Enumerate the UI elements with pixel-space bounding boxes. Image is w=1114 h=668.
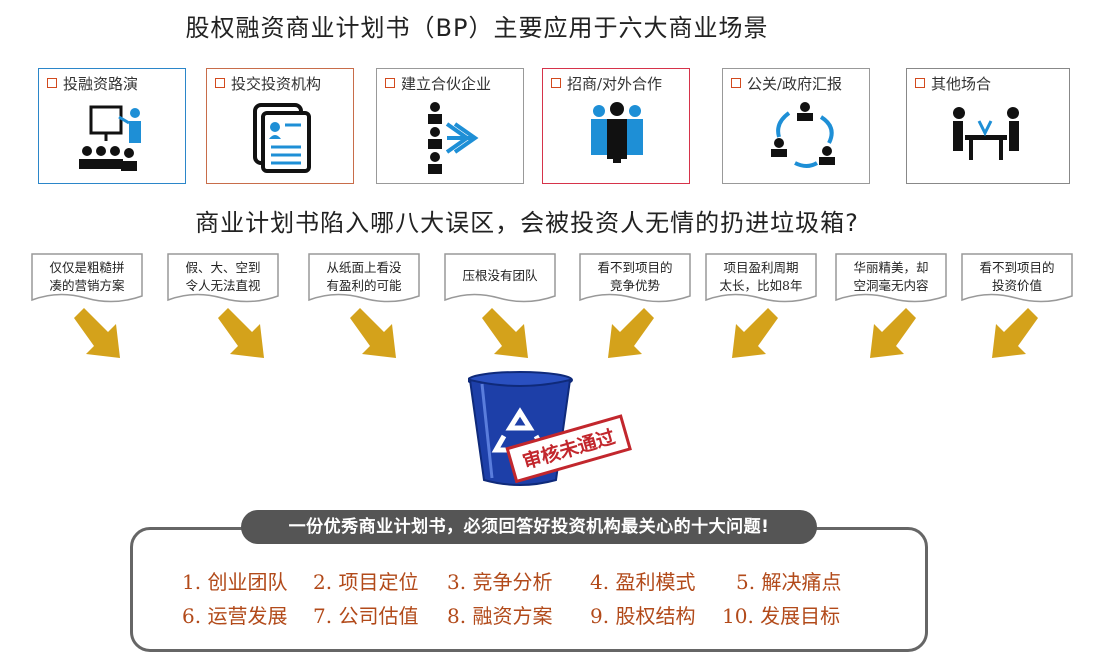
down-right-arrow-icon — [482, 308, 528, 358]
recycle-bin-icon: 审核未通过 — [468, 371, 632, 486]
paper-note-icon — [705, 253, 817, 303]
document-icon — [253, 103, 311, 173]
down-left-arrow-icon — [992, 308, 1038, 358]
partnership-icon — [428, 102, 479, 174]
scene-label: 招商/对外合作 — [567, 75, 663, 93]
cycle-people-icon — [771, 102, 835, 168]
scene-label: 其他场合 — [931, 75, 992, 93]
scene-label: 公关/政府汇报 — [747, 75, 843, 93]
scene-card-cooperation: 招商/对外合作 — [542, 68, 690, 184]
down-left-arrow-icon — [732, 308, 778, 358]
panel-heading: 一份优秀商业计划书，必须回答好投资机构最关心的十大问题! — [241, 510, 817, 544]
checkbox-icon — [385, 78, 395, 88]
down-right-arrow-icon — [218, 308, 264, 358]
paper-note-icon — [167, 253, 279, 303]
question-item: 2. 项目定位 — [313, 570, 419, 594]
down-left-arrow-icon — [608, 308, 654, 358]
checkbox-icon — [551, 78, 561, 88]
paper-note-icon — [579, 253, 691, 303]
checkbox-icon — [215, 78, 225, 88]
presentation-icon — [79, 105, 141, 171]
scene-card-partnership: 建立合伙企业 — [376, 68, 524, 184]
mistake-note: 仅仅是粗糙拼凑的营销方案 — [30, 252, 144, 304]
question-item: 10. 发展目标 — [722, 604, 841, 628]
meeting-icon — [953, 107, 1019, 160]
question-item: 6. 运营发展 — [182, 604, 288, 628]
question-item: 5. 解决痛点 — [736, 570, 842, 594]
mistake-note: 看不到项目的竞争优势 — [578, 252, 692, 304]
paper-note-icon — [444, 253, 556, 303]
checkbox-icon — [915, 78, 925, 88]
scene-label: 投融资路演 — [63, 75, 139, 93]
question-item: 4. 盈利模式 — [590, 570, 696, 594]
business-team-icon — [591, 102, 643, 163]
question-item: 8. 融资方案 — [447, 604, 553, 628]
question-item: 9. 股权结构 — [590, 604, 696, 628]
paper-note-icon — [835, 253, 947, 303]
mistake-note: 项目盈利周期太长，比如8年 — [704, 252, 818, 304]
questions-panel — [130, 527, 928, 652]
down-right-arrow-icon — [74, 308, 120, 358]
question-item: 7. 公司估值 — [313, 604, 419, 628]
page-title: 股权融资商业计划书（BP）主要应用于六大商业场景 — [185, 14, 769, 42]
scene-label: 建立合伙企业 — [401, 75, 492, 93]
scene-card-investor: 投交投资机构 — [206, 68, 354, 184]
checkbox-icon — [731, 78, 741, 88]
down-left-arrow-icon — [870, 308, 916, 358]
mistake-note: 看不到项目的投资价值 — [960, 252, 1074, 304]
section-title-mistakes: 商业计划书陷入哪八大误区，会被投资人无情的扔进垃圾箱? — [195, 209, 859, 237]
mistake-note: 华丽精美，却空洞毫无内容 — [834, 252, 948, 304]
question-item: 3. 竞争分析 — [447, 570, 553, 594]
paper-note-icon — [961, 253, 1073, 303]
scene-card-other: 其他场合 — [906, 68, 1070, 184]
mistake-note: 从纸面上看没有盈利的可能 — [307, 252, 421, 304]
paper-note-icon — [31, 253, 143, 303]
checkbox-icon — [47, 78, 57, 88]
scene-label: 投交投资机构 — [231, 75, 322, 93]
question-item: 1. 创业团队 — [182, 570, 288, 594]
mistake-note: 压根没有团队 — [443, 252, 557, 304]
mistake-note: 假、大、空到令人无法直视 — [166, 252, 280, 304]
scene-card-government: 公关/政府汇报 — [722, 68, 870, 184]
down-right-arrow-icon — [350, 308, 396, 358]
scene-card-roadshow: 投融资路演 — [38, 68, 186, 184]
paper-note-icon — [308, 253, 420, 303]
